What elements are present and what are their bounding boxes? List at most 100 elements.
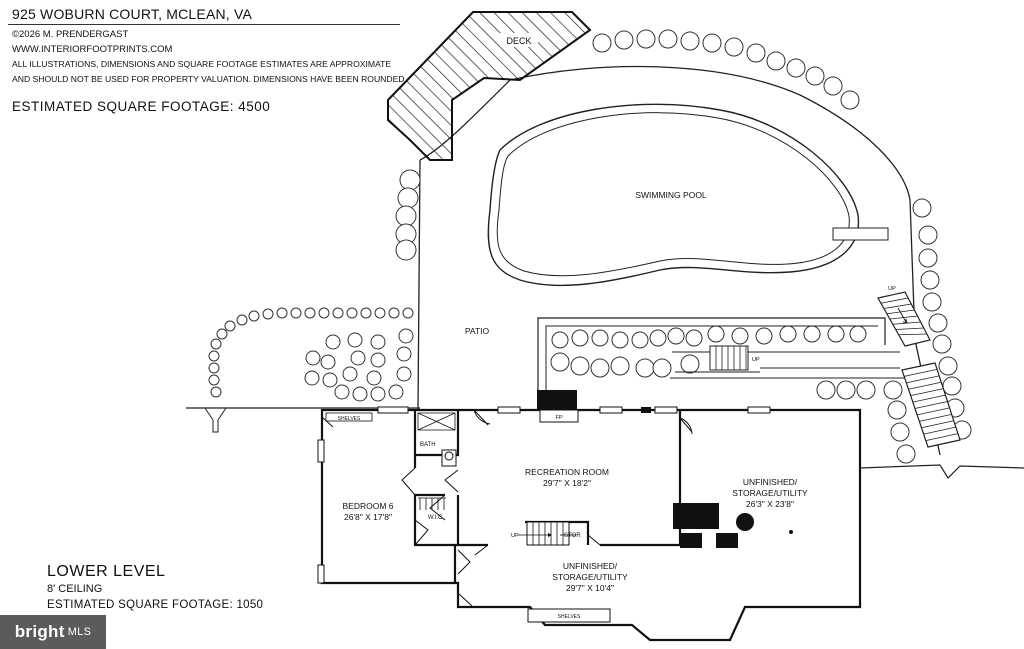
shrub	[912, 198, 932, 218]
stair-tread	[895, 327, 924, 330]
shrub	[896, 444, 916, 464]
bath-toilet	[444, 451, 454, 461]
landscape-shrubs	[304, 29, 972, 464]
shrub	[352, 386, 368, 402]
wall-stone	[332, 307, 344, 319]
planter-wall-inner	[545, 325, 878, 398]
shrub	[707, 325, 725, 343]
exterior-stairs-upper	[877, 291, 931, 347]
wall-stone	[248, 310, 260, 322]
wall-stone	[374, 307, 386, 319]
shrub	[397, 187, 419, 209]
deck-shape	[387, 11, 592, 161]
patio-outline	[419, 65, 941, 456]
shrub	[918, 248, 938, 268]
wall-stone	[318, 307, 330, 319]
fireplace-label: FP	[555, 415, 562, 421]
bedroom-dims: 26'8" X 17'8"	[344, 512, 392, 522]
wall-stone	[208, 362, 220, 374]
shrub	[649, 329, 667, 347]
bedroom-name: BEDROOM 6	[342, 501, 393, 511]
tank	[736, 513, 754, 531]
shrub	[396, 346, 412, 362]
shrub	[938, 356, 958, 376]
shrub	[370, 352, 386, 368]
shrub	[590, 358, 610, 378]
wall-stone	[276, 307, 288, 319]
water-heater-1	[680, 533, 702, 548]
planter-bed-line	[670, 367, 905, 379]
shrub	[840, 90, 860, 110]
fireplace-hearth	[539, 409, 579, 423]
shrub	[685, 329, 703, 347]
shrub	[702, 33, 722, 53]
shrub	[724, 37, 744, 57]
utility-right-name-2: STORAGE/UTILITY	[732, 488, 808, 498]
shrub	[731, 327, 749, 345]
wall-stone	[208, 350, 220, 362]
shrub	[610, 356, 630, 376]
stair-tread	[919, 413, 952, 422]
diving-board	[832, 227, 889, 241]
utility-right-name-1: UNFINISHED/	[743, 477, 798, 487]
shrub	[836, 380, 856, 400]
level-title: LOWER LEVEL	[47, 563, 166, 580]
stor-label: STOR	[564, 533, 581, 539]
furnace	[673, 503, 719, 529]
grade-line-right	[859, 464, 1024, 479]
shrub	[823, 76, 843, 96]
shrub	[766, 51, 786, 71]
shrub	[334, 384, 350, 400]
mls-logo-text: MLS	[67, 626, 92, 638]
shrub	[779, 325, 797, 343]
shrub	[746, 43, 766, 63]
shrub	[396, 366, 412, 382]
copyright: ©2026 M. PRENDERGAST	[12, 29, 129, 40]
shrub	[932, 334, 952, 354]
shrub	[922, 292, 942, 312]
shrub	[366, 370, 382, 386]
exterior-stairs-lower	[901, 362, 961, 448]
shrub	[849, 325, 867, 343]
retaining-wall-stones	[208, 307, 414, 398]
bath-label: BATH	[420, 442, 436, 448]
shrub	[786, 58, 806, 78]
pool-label: SWIMMING POOL	[635, 190, 707, 200]
header-divider	[8, 24, 400, 25]
shrub	[856, 380, 876, 400]
shrub	[304, 370, 320, 386]
shrub	[388, 384, 404, 400]
interior-stairs	[518, 521, 576, 546]
floor-drain	[789, 530, 793, 534]
shrub	[305, 350, 321, 366]
shrub	[918, 225, 938, 245]
pool-outer	[487, 103, 860, 287]
shrub	[320, 354, 336, 370]
stair-tread	[904, 369, 938, 377]
stair-tread	[910, 388, 944, 397]
shrub	[347, 332, 363, 348]
level-square-footage: ESTIMATED SQUARE FOOTAGE: 1050	[47, 599, 264, 611]
shrub	[827, 325, 845, 343]
wall-stone	[216, 328, 228, 340]
shrub	[342, 366, 358, 382]
shrub	[591, 329, 609, 347]
stair-tread	[908, 381, 942, 390]
deck-label-bg	[500, 33, 538, 47]
exterior-stairs-up-label: UP	[888, 286, 896, 292]
windows	[317, 406, 771, 584]
interior-stairs-up-label: UP	[511, 533, 519, 539]
shrub	[398, 328, 414, 344]
shrub	[325, 334, 341, 350]
stair-tread	[898, 333, 927, 336]
recreation-dims: 29'7" X 18'2"	[543, 478, 591, 488]
wic-label: W.I.C.	[428, 515, 445, 521]
shrub	[322, 372, 338, 388]
recreation-name: RECREATION ROOM	[525, 467, 609, 477]
utility-bottom-name-2: STORAGE/UTILITY	[552, 572, 628, 582]
stair-tread	[923, 426, 956, 435]
website: WWW.INTERIORFOOTPRINTS.COM	[12, 44, 173, 55]
shrub	[928, 313, 948, 333]
shrub	[816, 380, 836, 400]
bath-shower	[417, 412, 456, 431]
